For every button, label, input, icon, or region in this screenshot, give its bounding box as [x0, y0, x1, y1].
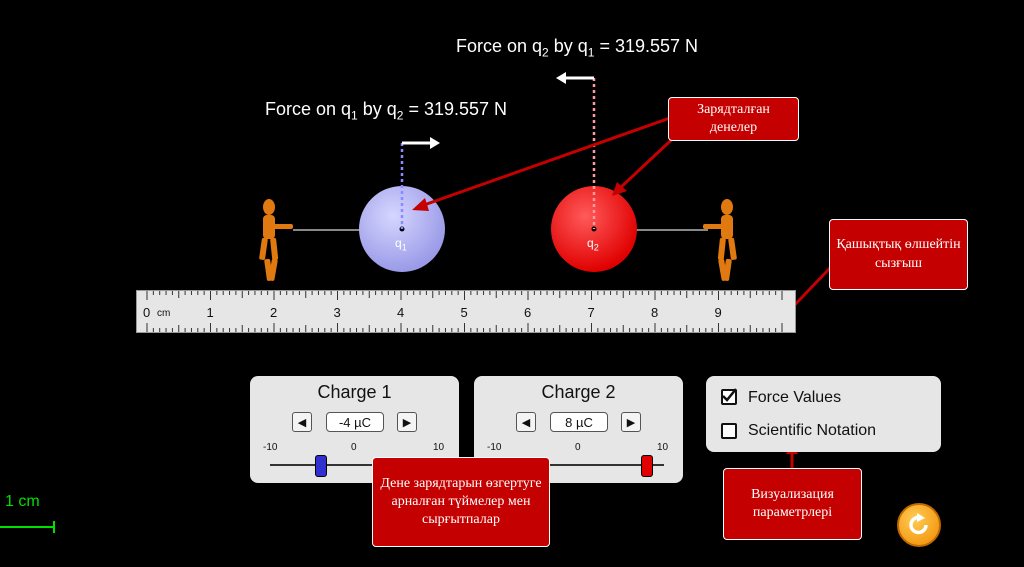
charge2-slider-max: 10 — [657, 442, 669, 453]
charge-q2-label: q2 — [587, 236, 599, 253]
charge1-title: Charge 1 — [317, 382, 392, 402]
charge2-slider-track[interactable] — [494, 464, 664, 466]
ruler-tick-label: 1 — [206, 305, 214, 320]
charge2-title: Charge 2 — [541, 382, 616, 402]
charge-q1-label: q1 — [395, 236, 407, 253]
charge1-slider-min: -10 — [263, 442, 278, 453]
ruler-ticks — [146, 291, 783, 332]
ruler-tick-label: 2 — [270, 305, 278, 320]
distance-ruler[interactable]: 0 1 2 3 4 5 6 7 8 9 cm — [136, 290, 796, 333]
force-label-q1: Force on q1 by q2 = 319.557 N — [265, 99, 508, 123]
ruler-tick-label: 8 — [651, 305, 659, 320]
charge1-slider-thumb[interactable] — [315, 455, 327, 477]
force-values-label[interactable]: Force Values — [748, 389, 842, 406]
ruler-tick-label: 0 — [143, 305, 151, 320]
puller-figure-left-icon — [259, 199, 293, 281]
charge1-slider-track[interactable] — [270, 464, 440, 466]
reset-button[interactable] — [897, 503, 941, 547]
scientific-notation-label[interactable]: Scientific Notation — [748, 422, 877, 439]
scale-label: 1 cm — [5, 493, 40, 510]
charge2-slider-mid: 0 — [575, 442, 581, 453]
visualization-options-panel: Force Values Scientific Notation — [706, 376, 941, 452]
charge1-increase-button[interactable]: ▶ — [397, 412, 417, 432]
reset-icon — [909, 513, 928, 535]
charge2-increase-button[interactable]: ▶ — [621, 412, 641, 432]
ruler-tick-label: 7 — [587, 305, 595, 320]
callout-ruler: Қашықтық өлшейтін сызғыш — [829, 219, 968, 290]
callout-visualization: Визуализация параметрлері — [723, 468, 862, 540]
ruler-unit-label: cm — [157, 308, 171, 319]
ruler-tick-label: 3 — [333, 305, 341, 320]
ruler-tick-label: 4 — [397, 305, 405, 320]
charge1-slider-mid: 0 — [351, 442, 357, 453]
scientific-notation-checkbox[interactable] — [721, 423, 737, 439]
charge2-value: 8 µC — [550, 412, 608, 432]
charge2-decrease-button[interactable]: ◀ — [516, 412, 536, 432]
callout-controls: Дене зарядтарын өзгертуге арналған түйме… — [372, 457, 550, 547]
force-values-checkbox[interactable] — [721, 388, 737, 405]
charge2-slider-min: -10 — [487, 442, 502, 453]
force-arrow-q1-icon — [402, 137, 440, 149]
charge2-slider-thumb[interactable] — [641, 455, 653, 477]
ruler-tick-label: 6 — [524, 305, 532, 320]
ruler-tick-label: 9 — [714, 305, 722, 320]
force-arrow-q2-icon — [556, 72, 594, 84]
callout-charged-bodies: Зарядталған денелер — [668, 97, 799, 141]
ruler-tick-label: 5 — [460, 305, 468, 320]
charge1-value: -4 µC — [326, 412, 384, 432]
checkmark-icon — [722, 388, 737, 402]
force-label-q2: Force on q2 by q1 = 319.557 N — [456, 36, 699, 60]
charge1-slider-max: 10 — [433, 442, 445, 453]
puller-figure-right-icon — [703, 199, 737, 281]
charge1-decrease-button[interactable]: ◀ — [292, 412, 312, 432]
scale-bar — [0, 521, 55, 533]
